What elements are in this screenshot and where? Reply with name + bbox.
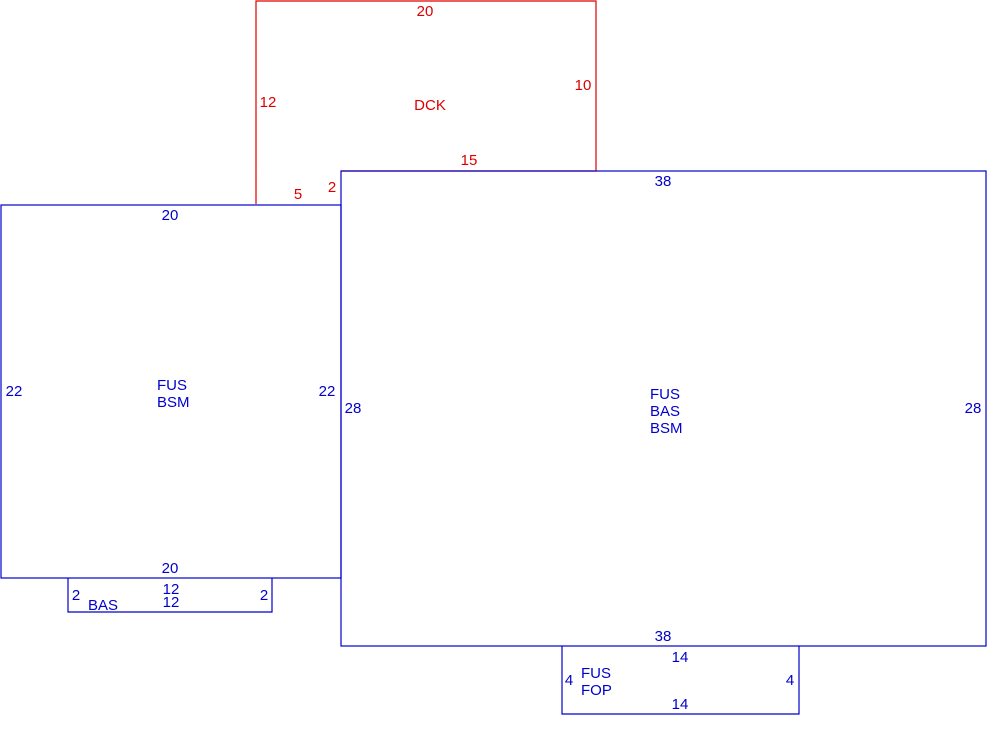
main-body-left-dimension: 28 [345,400,362,417]
porch-code-fus: FUS [581,665,611,682]
bay-left-dimension: 2 [72,587,80,604]
bay-outline [67,578,273,613]
left-wing-code-fus: FUS [157,377,187,394]
porch-left-dimension: 4 [565,672,573,689]
porch-area: 14 4 4 FUS FOP 14 [561,646,800,715]
bay-code-label: BAS [88,597,118,614]
left-wing-left-dimension: 22 [6,383,23,400]
left-wing-right-dimension: 22 [319,383,336,400]
porch-outline [561,646,800,715]
left-wing-bottom-dimension: 20 [162,560,179,577]
left-wing-code-bsm: BSM [157,394,190,411]
left-wing-area: 20 22 22 FUS BSM 20 [0,204,342,579]
main-body-outline [340,170,987,647]
deck-step-dimension-b: 2 [328,179,336,196]
bay-right-dimension: 2 [260,587,268,604]
deck-area: 20 12 10 DCK 15 5 2 [255,0,597,204]
main-body-top-dimension: 38 [655,173,672,190]
main-body-code-bas: BAS [650,403,680,420]
bay-top-dimension: 12 [163,581,180,598]
deck-right-dimension: 10 [575,77,592,94]
main-body-code-bsm: BSM [650,420,683,437]
porch-right-dimension: 4 [786,672,794,689]
deck-code-label: DCK [414,97,446,114]
main-body-area: 38 28 28 FUS BAS BSM 38 [340,170,987,647]
main-body-bottom-dimension: 38 [655,628,672,645]
porch-code-fop: FOP [581,682,612,699]
deck-bottom-dimension: 15 [461,152,478,169]
deck-step-dimension-a: 5 [294,186,302,203]
main-body-right-dimension: 28 [965,400,982,417]
main-body-code-fus: FUS [650,386,680,403]
bay-area: 2 12 12 2 BAS [67,578,273,614]
porch-bottom-dimension: 14 [672,696,689,713]
left-wing-top-dimension: 20 [162,207,179,224]
deck-left-dimension: 12 [260,94,277,111]
porch-top-dimension: 14 [672,649,689,666]
bay-bottom-dimension: 12 [163,594,180,611]
deck-top-dimension: 20 [417,3,434,20]
